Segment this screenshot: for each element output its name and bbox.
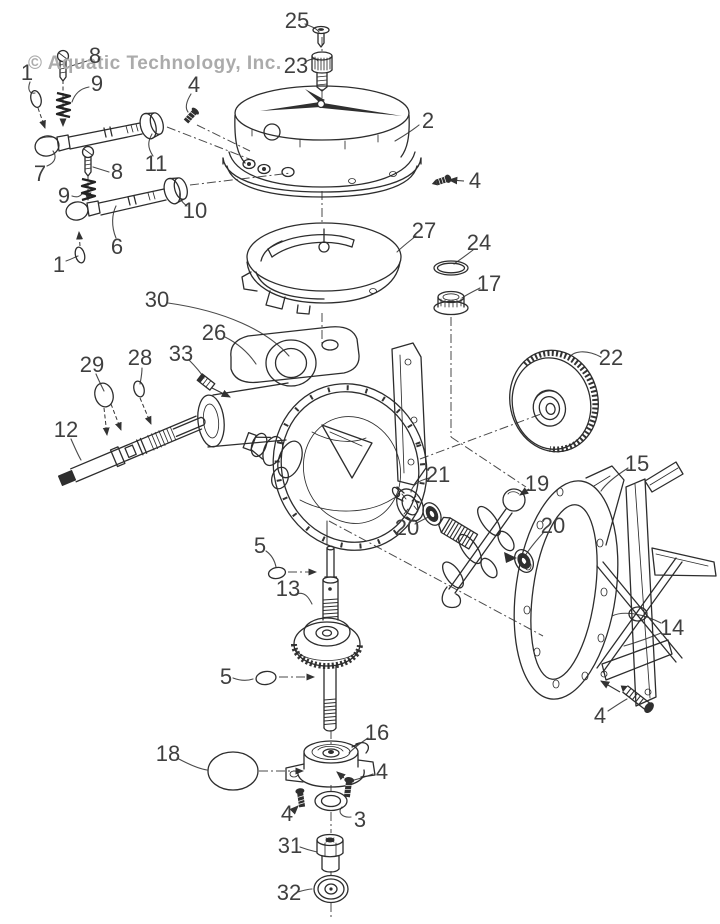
rod-assembly-upper [30,49,164,157]
callout-5: 5 [253,533,267,558]
callout-9: 9 [57,183,71,208]
callout-20: 20 [394,515,420,540]
part-4-screw-bracket [620,685,654,713]
watermark: © Aquatic Technology, Inc. [28,53,282,74]
callout-30: 30 [144,287,170,312]
part-22-flywheel [509,349,599,453]
part-20-washer-left [422,502,442,526]
callout-4: 4 [375,759,389,784]
part-25-screw [312,25,330,48]
part-33-pin [196,373,216,391]
callout-4: 4 [280,801,294,826]
callout-4: 4 [187,72,201,97]
callout-19: 19 [524,471,550,496]
part-4-screw-housing-left [295,788,306,808]
centerlines [166,37,544,918]
callout-31: 31 [277,833,303,858]
callout-28: 28 [127,345,153,370]
part-27-recoil-pulley [241,222,402,315]
callout-14: 14 [659,615,685,640]
part-17-seal [433,290,469,316]
part-18-grommet [207,751,259,791]
part-21-bearing [391,486,424,522]
callout-25: 25 [284,8,310,33]
part-4-screw-top-right [431,174,452,186]
callout-4: 4 [593,703,607,728]
part-10-knob [163,177,188,205]
callout-26: 26 [201,320,227,345]
part-12-shaft [57,415,206,486]
part-13-camshaft-gear [291,545,363,732]
part-16-bearing-housing [285,740,376,788]
part-5-washer-lower [255,670,277,686]
callout-22: 22 [598,345,624,370]
callout-24: 24 [466,230,492,255]
callout-8: 8 [110,159,124,184]
callout-9: 9 [90,71,104,96]
rod-assembly-lower [65,145,188,264]
callout-10: 10 [182,198,208,223]
part-5-washer-upper [267,566,287,580]
part-23-bolt [311,51,333,92]
part-31-nut [316,833,344,873]
part-32-seal-ring [313,874,349,904]
callout-23: 23 [283,53,309,78]
callout-2: 2 [421,108,435,133]
worm-gear-shaft [438,516,479,550]
part-1-oring-upper [30,90,42,108]
part-4-screw-housing-right [343,777,355,798]
part-26-crankcase-block [197,326,428,551]
callout-4: 4 [468,168,482,193]
callout-18: 18 [155,741,181,766]
callout-12: 12 [53,417,79,442]
callout-7: 7 [33,161,47,186]
part-15-gasket-plate [513,465,625,700]
callout-17: 17 [476,271,502,296]
part-19-cam-follower [441,488,526,609]
callout-8: 8 [88,43,102,68]
callout-21: 21 [425,462,451,487]
part-20-washer-right [513,549,535,573]
part-24-oring [433,260,469,276]
callout-13: 13 [275,576,301,601]
callout-1: 1 [52,252,66,277]
callout-33: 33 [168,341,194,366]
part-3-washer [314,790,348,812]
part-1-oring-lower [74,246,86,264]
part-14-bracket [596,461,717,707]
part-2-cowl [222,85,422,198]
part-11-knob [139,112,164,140]
part-28-pin [133,380,145,398]
part-4-screw-top-left [183,107,200,124]
callout-20: 20 [540,513,566,538]
callout-32: 32 [276,880,302,905]
callout-11: 11 [144,151,168,176]
callout-15: 15 [624,451,650,476]
callout-6: 6 [110,234,124,259]
part-29-detent-ball [94,382,114,408]
callout-5: 5 [219,664,233,689]
callout-16: 16 [364,720,390,745]
callout-1: 1 [20,60,34,85]
callout-29: 29 [79,352,105,377]
callout-27: 27 [411,218,437,243]
callout-3: 3 [353,807,367,832]
